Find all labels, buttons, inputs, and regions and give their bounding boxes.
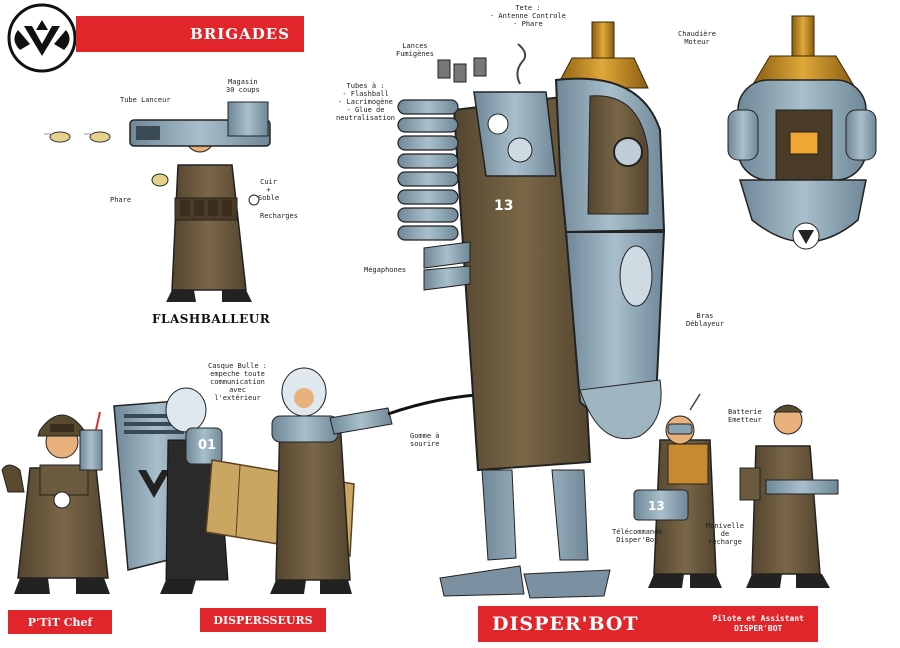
annotation-tubes: Tubes à : - Flashball - Lacrimogène - Gl… xyxy=(336,82,396,122)
annotation-chaudiere-moteur: Chaudière Moteur xyxy=(678,30,716,46)
dispersseurs-figures xyxy=(113,367,493,594)
ptit-chef-figure xyxy=(1,411,110,594)
ptit-chef-label: P'TiT Chef xyxy=(27,615,93,629)
annotation-manivelle: Manivelle de recharge xyxy=(706,522,744,546)
flashball-projectile-icon xyxy=(44,131,111,143)
annotation-recharges: Recharges xyxy=(260,212,298,220)
pilote-label: Pilote et Assistant DISPER'BOT xyxy=(712,614,804,633)
annotation-gomme: Gomme à sourire xyxy=(410,432,440,448)
annotation-phare: Phare xyxy=(110,196,132,204)
annotation-tete: Tete : - Antenne Controle - Phare xyxy=(490,4,566,28)
disperbot-robot xyxy=(397,21,666,599)
annotation-bras-deblayeur: Bras Déblayeur xyxy=(686,312,724,328)
flashballeur-label: FLASHBALLEUR xyxy=(152,312,271,326)
flashballeur-figure xyxy=(44,101,271,302)
shield-number: 01 xyxy=(198,438,217,453)
annotation-cuir-soble: Cuir + Soble xyxy=(258,178,280,202)
disperbot-back-view xyxy=(727,15,877,250)
pilote-assistant-figures: 13 xyxy=(633,393,839,588)
annotation-tube-lanceur: Tube Lanceur xyxy=(120,96,171,104)
annotation-telecommande: Télécommande Disper'Bot xyxy=(612,528,663,544)
disperbot-label: DISPER'BOT xyxy=(492,613,639,635)
header-banner: BRIGADES xyxy=(76,16,304,52)
page-title: BRIGADES xyxy=(190,25,290,43)
annotation-magasin: Magasin 30 coups xyxy=(226,78,260,94)
disperbot-banner: DISPER'BOT Pilote et Assistant DISPER'BO… xyxy=(478,606,818,642)
ptit-chef-banner: P'TiT Chef xyxy=(8,610,112,634)
annotation-batterie-emetteur: Batterie Emetteur xyxy=(728,408,762,424)
annotation-lances-fumigenes: Lances Fumigènes xyxy=(396,42,434,58)
dispersseurs-banner: DISPERSSEURS xyxy=(200,608,326,632)
disperbot-unit-number: 13 xyxy=(494,198,514,214)
svg-text:13: 13 xyxy=(648,499,665,513)
annotation-megaphones: Mégaphones xyxy=(364,266,407,274)
annotation-casque-bulle: Casque Bulle : empeche toute communicati… xyxy=(208,362,268,402)
dispersseurs-label: DISPERSSEURS xyxy=(213,613,313,627)
brigade-emblem-logo xyxy=(7,3,77,73)
